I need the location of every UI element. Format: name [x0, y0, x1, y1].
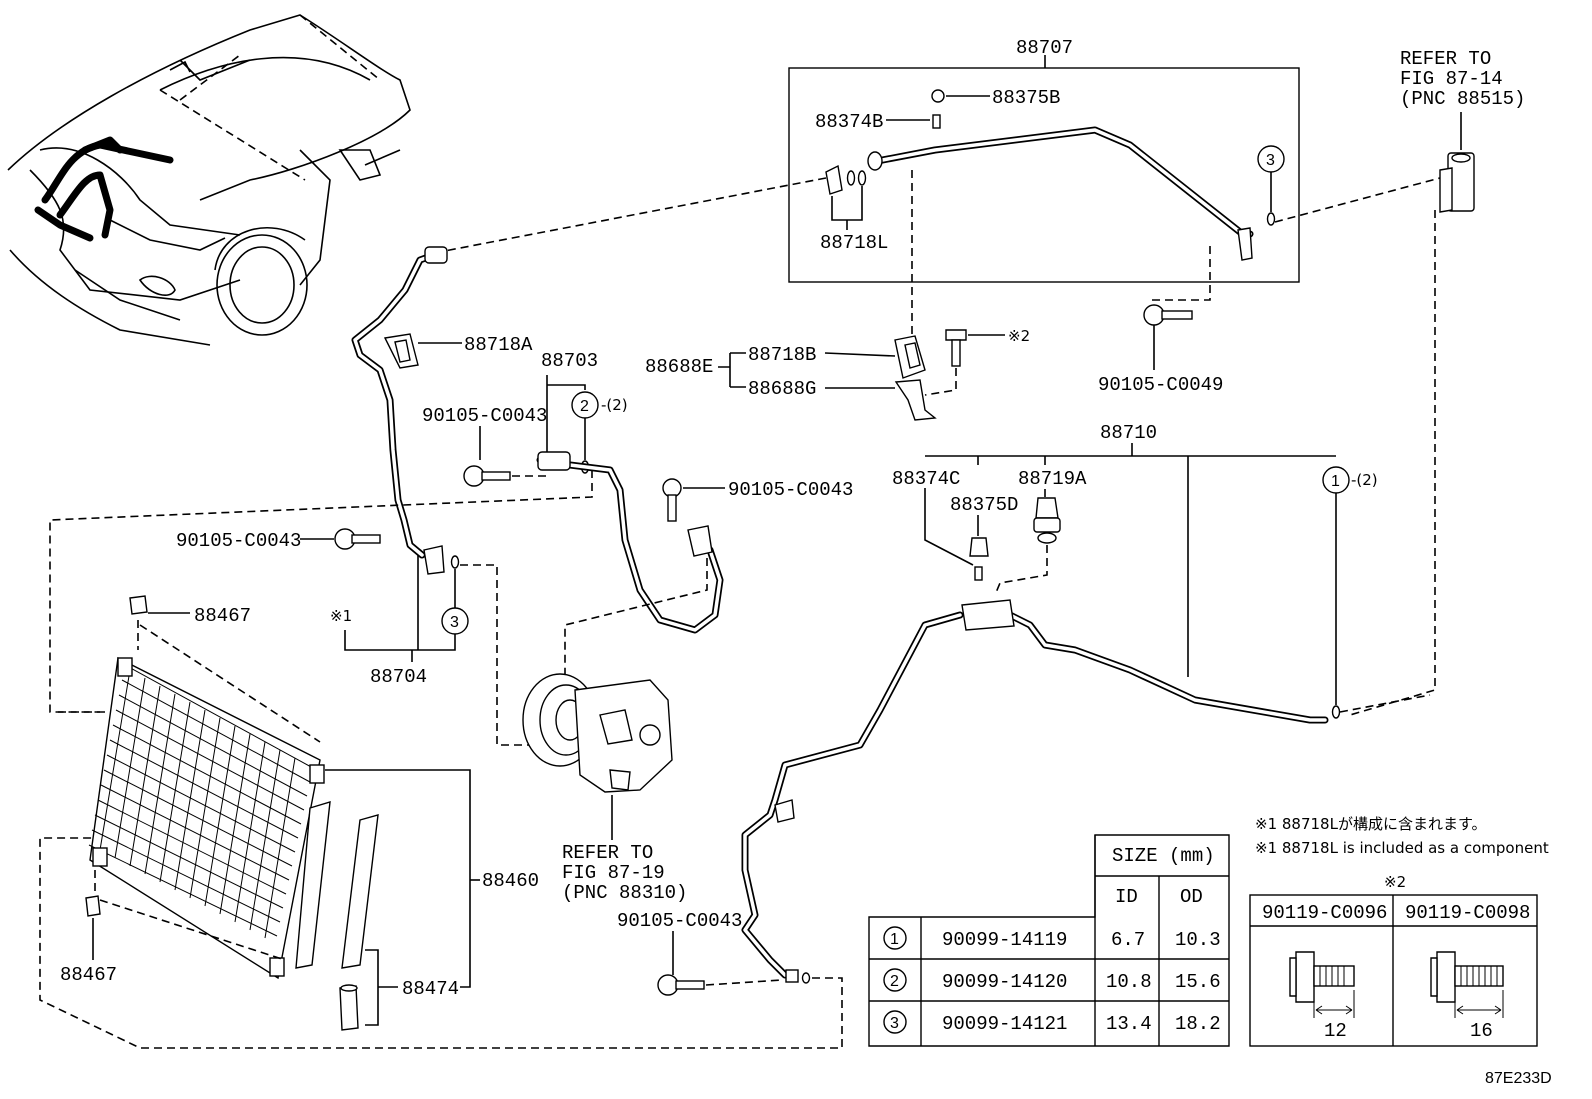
label-88374C: 88374C [892, 468, 960, 490]
clamp-88718B [894, 335, 926, 379]
label-88707: 88707 [1016, 37, 1073, 59]
table-header-size: SIZE (mm) [1112, 845, 1215, 867]
compressor [522, 673, 673, 793]
table-row-part: 90099-14119 [942, 929, 1067, 951]
label-88703: 88703 [541, 350, 598, 372]
label-90105-C0043-a: 90105-C0043 [176, 530, 301, 552]
svg-text:2: 2 [580, 398, 589, 415]
refer-mid-line3: (PNC 88310) [562, 882, 687, 904]
table-row-od: 18.2 [1175, 1013, 1221, 1035]
label-88718L: 88718L [820, 232, 888, 254]
label-88460: 88460 [482, 870, 539, 892]
label-88375D: 88375D [950, 494, 1018, 516]
table-row-id: 13.4 [1106, 1013, 1152, 1035]
group-88707: 88707 88375B 88374B 88718L 3 [788, 37, 1300, 283]
label-88688E: 88688E [645, 356, 713, 378]
svg-text:3: 3 [1266, 152, 1275, 169]
bolt-table: ※2 90119-C0096 90119-C0098 12 16 [1249, 873, 1538, 1047]
hose-88704 [351, 246, 448, 575]
bolt-part-a: 90119-C0096 [1262, 902, 1387, 924]
table-row-key: 2 [890, 973, 899, 990]
table-row-key: 3 [890, 1015, 899, 1032]
label-88710: 88710 [1100, 422, 1157, 444]
label-88375B: 88375B [992, 87, 1060, 109]
oring-size-table: SIZE (mm) ID OD 1 90099-14119 6.7 10.3 2… [868, 834, 1230, 1047]
bolt-90105-C0043-c [662, 478, 682, 522]
pipe-88710 [741, 599, 1329, 983]
table-row-id: 6.7 [1111, 929, 1145, 951]
valve-core-88374B [932, 114, 941, 129]
table-row-od: 10.3 [1175, 929, 1221, 951]
bolt-table-title: ※2 [1384, 873, 1406, 891]
label-88467-bottom: 88467 [60, 964, 117, 986]
bolt-part-b: 90119-C0098 [1405, 902, 1530, 924]
label-90105-C0043-c: 90105-C0043 [728, 479, 853, 501]
label-88719A: 88719A [1018, 468, 1087, 490]
cap-88375B [931, 89, 945, 103]
refer-top-line1: REFER TO [1400, 48, 1491, 70]
footnote-english: ※1 88718L is included as a component [1255, 839, 1549, 857]
label-90105-C0043-d: 90105-C0043 [617, 910, 742, 932]
ring1-qty: -(2) [1351, 471, 1378, 489]
table-header-od: OD [1180, 886, 1203, 908]
refer-top-line3: (PNC 88515) [1400, 88, 1525, 110]
x1-marker: ※1 [330, 607, 352, 625]
footnote-japanese: ※1 88718Lが構成に含まれます。 [1255, 815, 1486, 833]
refer-mid-line1: REFER TO [562, 842, 653, 864]
label-88718A: 88718A [464, 334, 533, 356]
cushion-88467-top [129, 595, 148, 615]
label-90105-C0043-b: 90105-C0043 [422, 405, 547, 427]
bolt-90105-C0043-a [334, 528, 381, 550]
label-88374B: 88374B [815, 111, 883, 133]
label-88467-top: 88467 [194, 605, 251, 627]
vehicle-illustration [7, 14, 411, 346]
bolt-illustration-b [1430, 951, 1504, 1018]
label-88718B: 88718B [748, 344, 816, 366]
clip-88718L [825, 164, 843, 195]
label-90105-C0049: 90105-C0049 [1098, 374, 1223, 396]
cap-88375D [969, 537, 989, 557]
label-88704: 88704 [370, 666, 427, 688]
table-row-part: 90099-14121 [942, 1013, 1067, 1035]
svg-text:3: 3 [450, 614, 459, 631]
bolt-dimension-a: 12 [1324, 1020, 1347, 1042]
bolt-dimension-b: 16 [1470, 1020, 1493, 1042]
table-row-key: 1 [890, 931, 899, 948]
svg-text:1: 1 [1331, 473, 1340, 490]
valve-core-88374C [974, 566, 983, 581]
bolt-illustration-a [1289, 951, 1355, 1018]
bolt-90105-C0049 [1143, 304, 1193, 326]
bolt-x2 [945, 329, 967, 367]
table-header-id: ID [1115, 886, 1138, 908]
table-row-part: 90099-14120 [942, 971, 1067, 993]
receiver-block [1439, 152, 1475, 213]
clamp-88718A [383, 333, 419, 369]
table-row-id: 10.8 [1106, 971, 1152, 993]
condenser-88460 [88, 656, 331, 980]
label-88688G: 88688G [748, 378, 816, 400]
note-x2-marker: ※2 [1008, 327, 1030, 345]
ring2-qty: -(2) [601, 396, 628, 414]
label-88474: 88474 [402, 978, 459, 1000]
cushion-88467-bottom [85, 895, 101, 917]
refer-mid-line2: FIG 87-19 [562, 862, 665, 884]
bolt-90105-C0043-d [657, 974, 705, 996]
table-row-od: 15.6 [1175, 971, 1221, 993]
refer-top-line2: FIG 87-14 [1400, 68, 1503, 90]
hose-88703 [536, 451, 724, 634]
bracket-88688G [894, 379, 937, 421]
desiccant-88474 [339, 814, 379, 1031]
figure-code: 87E233D [1485, 1070, 1552, 1087]
pressure-switch-88719A [1033, 497, 1061, 544]
box-88707 [788, 67, 1300, 283]
bolt-90105-C0043-b [463, 465, 511, 487]
